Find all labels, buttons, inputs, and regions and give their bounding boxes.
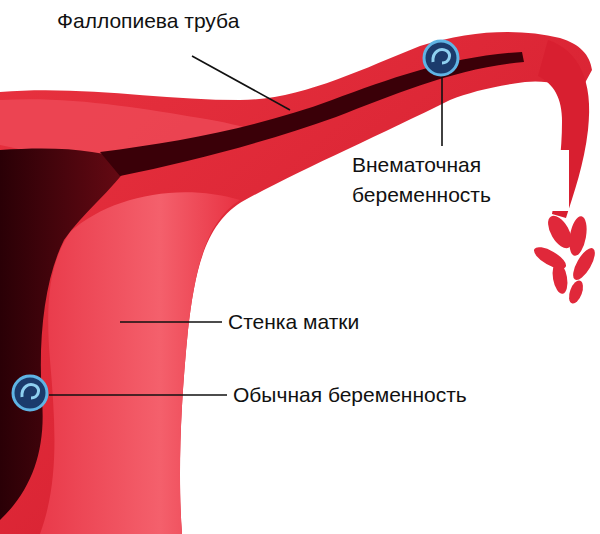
ectopic-embryo xyxy=(424,41,458,75)
part-label: Внематочная беременность xyxy=(350,150,569,211)
uterine-wall xyxy=(40,192,240,534)
normal-embryo xyxy=(13,376,47,410)
uterus-body xyxy=(0,32,592,534)
uterine-cavity xyxy=(0,149,132,521)
part-label: Обычная беременность xyxy=(231,380,469,410)
part-label: Стенка матки xyxy=(226,307,361,337)
leader-lines xyxy=(49,56,442,395)
part-label: Фаллопиева труба xyxy=(55,6,241,36)
fimbriae xyxy=(531,212,599,305)
